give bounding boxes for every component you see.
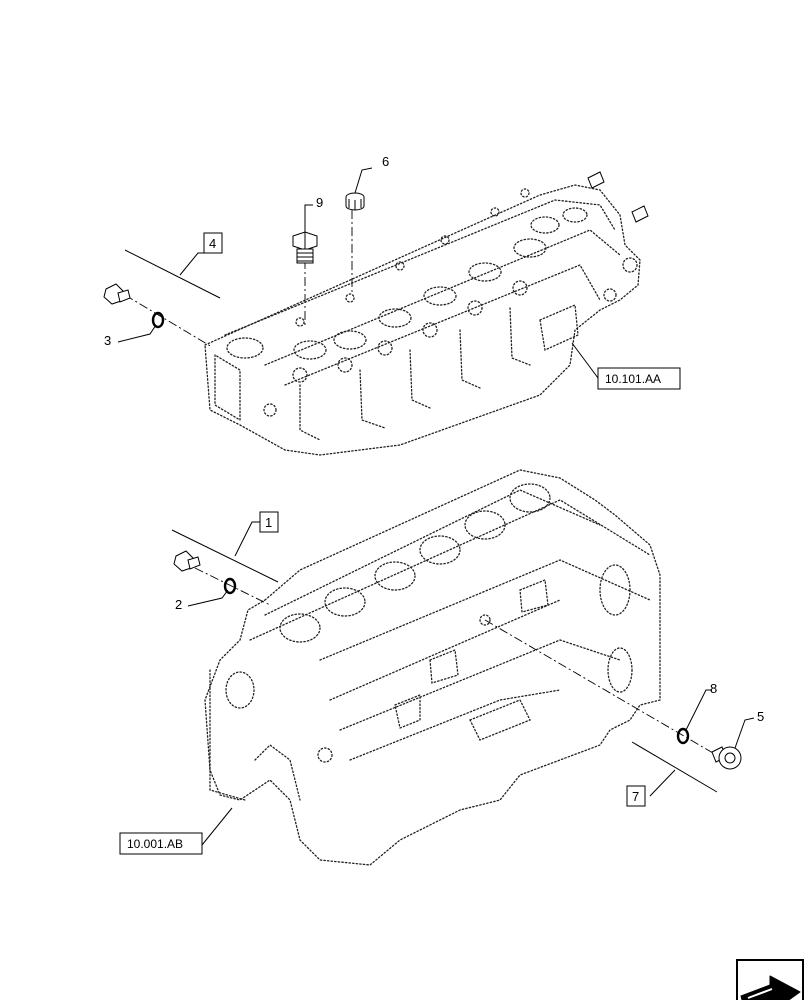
callout-9[interactable]: 9 bbox=[316, 195, 323, 210]
cylinder-head bbox=[204, 171, 649, 456]
arrow-icon[interactable] bbox=[736, 959, 804, 1000]
part-3-seal-ring[interactable] bbox=[151, 311, 165, 329]
callout-6[interactable]: 6 bbox=[382, 154, 389, 169]
ref-engine-block[interactable]: 10.001.AB bbox=[127, 837, 183, 851]
reference-labels: 10.101.AA 10.001.AB bbox=[119, 367, 681, 855]
callout-2[interactable]: 2 bbox=[175, 597, 182, 612]
callout-5[interactable]: 5 bbox=[757, 709, 764, 724]
callout-8[interactable]: 8 bbox=[710, 681, 717, 696]
part-block-plug[interactable] bbox=[173, 550, 201, 572]
part-8-seal-ring[interactable] bbox=[676, 727, 690, 745]
part-6-plug[interactable] bbox=[345, 192, 365, 211]
callout-1[interactable]: 1 bbox=[265, 515, 272, 530]
engine-block bbox=[204, 469, 661, 866]
callouts: 6 9 3 2 8 5 4 1 7 bbox=[104, 154, 764, 807]
leader-lines bbox=[117, 167, 755, 846]
ref-cylinder-head[interactable]: 10.101.AA bbox=[605, 372, 661, 386]
callout-3[interactable]: 3 bbox=[104, 333, 111, 348]
callout-7[interactable]: 7 bbox=[632, 789, 639, 804]
part-5-plug[interactable] bbox=[711, 746, 742, 770]
callout-4[interactable]: 4 bbox=[209, 236, 216, 251]
part-2-seal-ring[interactable] bbox=[223, 577, 237, 595]
part-9-plug[interactable] bbox=[292, 231, 318, 264]
part-top-plug[interactable] bbox=[103, 283, 131, 305]
assembly-axes bbox=[124, 210, 726, 761]
